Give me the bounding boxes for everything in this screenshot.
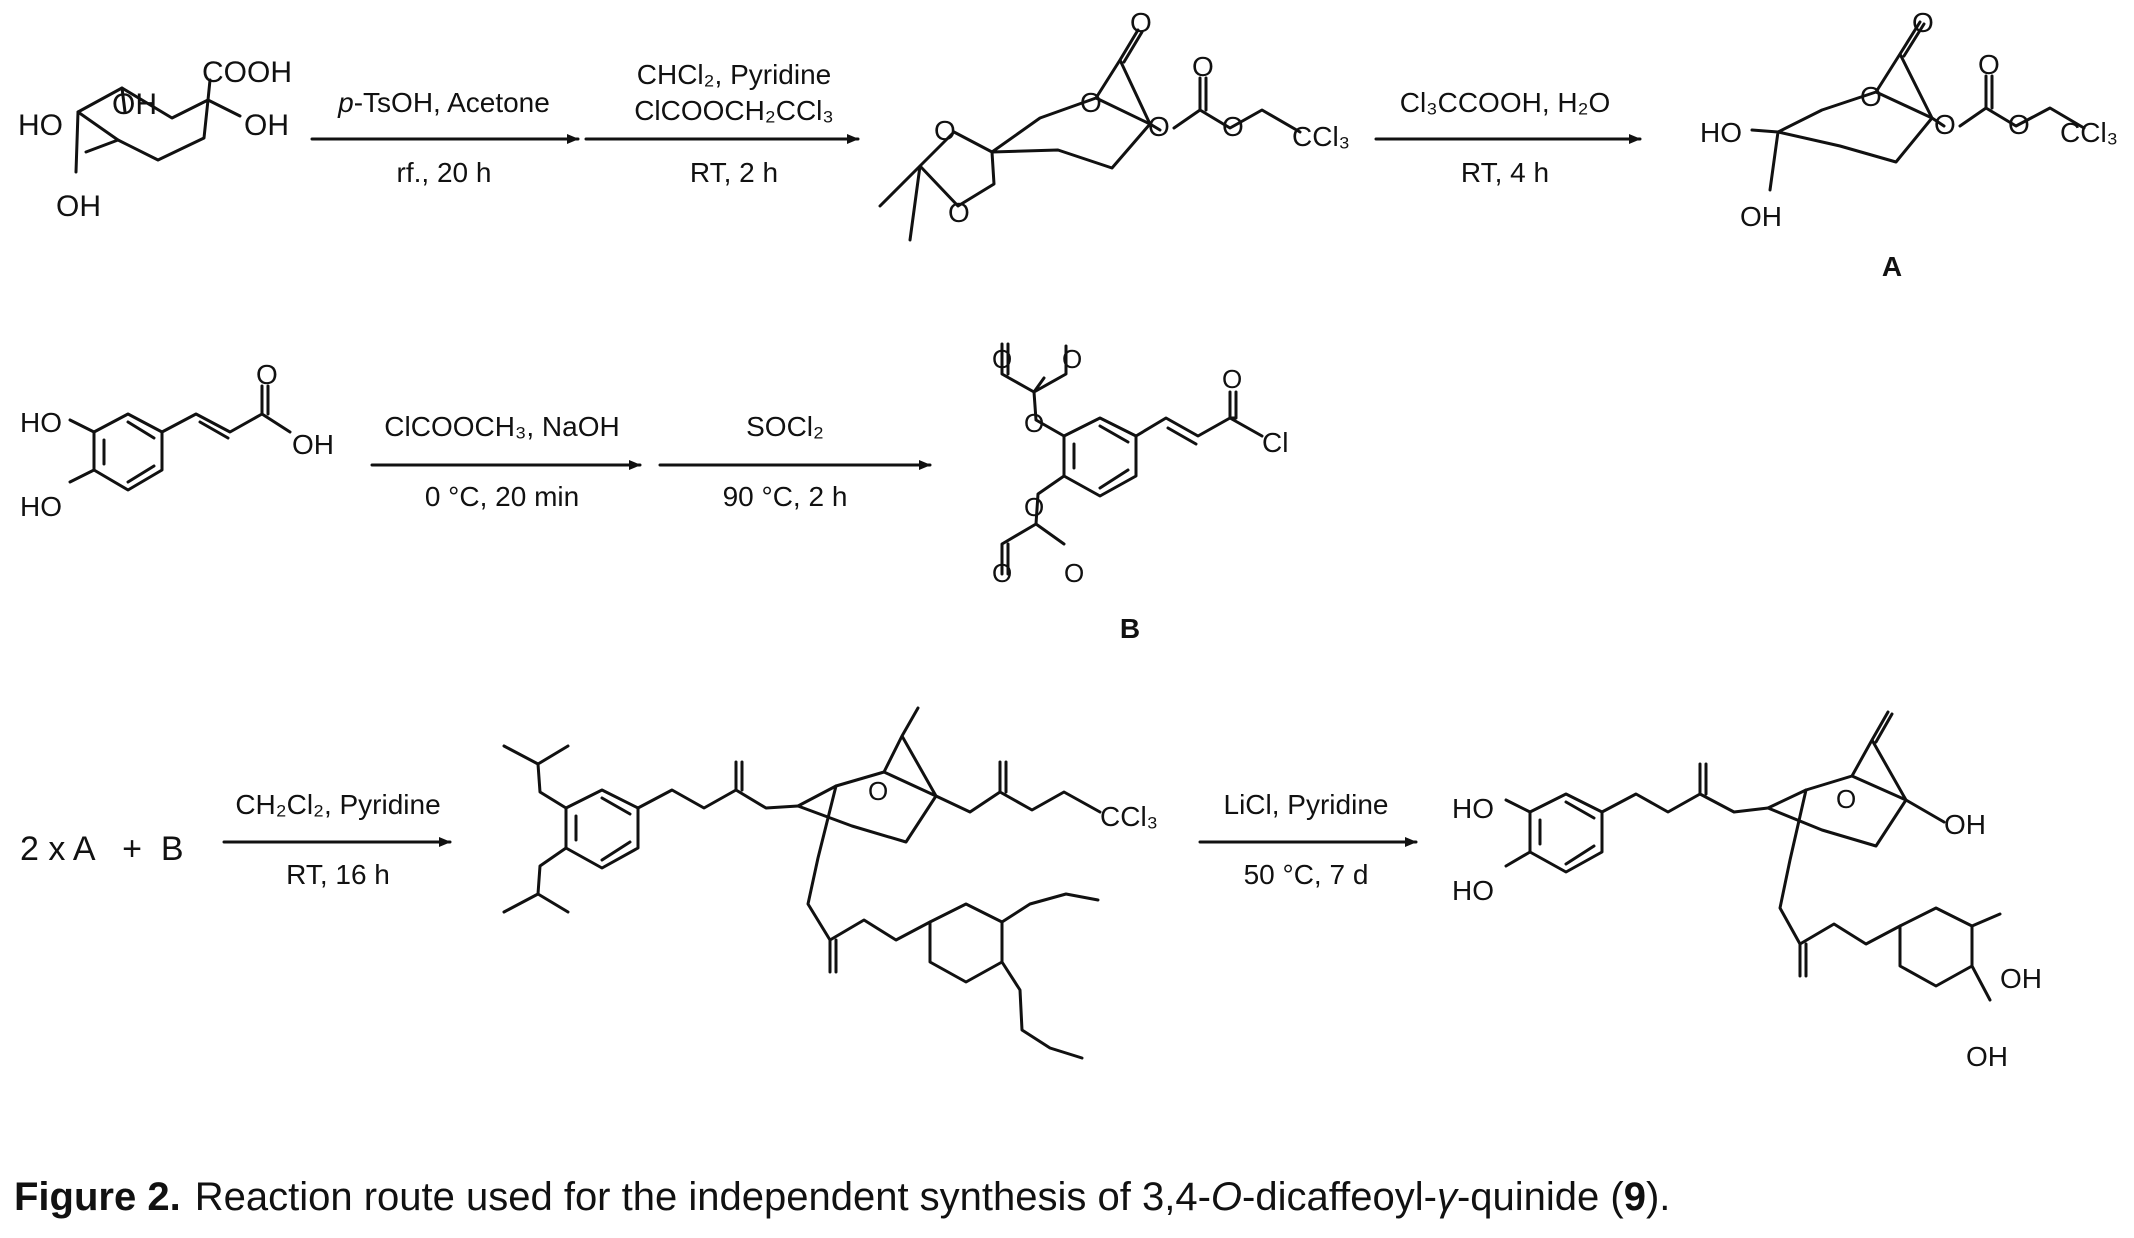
row3-step2-conditions: 50 °C, 7 d xyxy=(1244,859,1369,890)
row2-step1-conditions: 0 °C, 20 min xyxy=(425,481,579,512)
row2-step1-arrow: ClCOOCH₃, NaOH 0 °C, 20 min xyxy=(370,411,642,512)
step1-reagent-text: -TsOH, Acetone xyxy=(354,87,550,118)
ho-label: HO xyxy=(18,109,63,142)
reactants-text: 2 x A + B xyxy=(20,830,184,868)
step3-conditions: RT, 4 h xyxy=(1461,157,1549,188)
a-o-5: O xyxy=(2008,109,2030,140)
step2-reagent-2: ClCOOCH₂CCl₃ xyxy=(634,95,834,126)
b-o-2: O xyxy=(1024,408,1044,438)
a-ccl3: CCl₃ xyxy=(2060,117,2118,148)
oh-label-3: OH xyxy=(56,190,101,223)
caption-text-1: Reaction route used for the independent … xyxy=(194,1175,1211,1219)
quinic-acid-structure: COOH HO OH OH OH xyxy=(18,56,292,223)
row2-step2-arrow: SOCl₂ 90 °C, 2 h xyxy=(658,411,932,512)
b-o-7: O xyxy=(1222,364,1242,394)
caffeic-ho-2: HO xyxy=(20,491,62,522)
compound-b-label: B xyxy=(1120,613,1140,644)
caption-gamma: γ xyxy=(1436,1175,1457,1219)
a-oh-label: OH xyxy=(1740,201,1782,232)
oh-label-1: OH xyxy=(112,88,157,121)
intermediate-o-4: O xyxy=(948,197,970,228)
protected-ccl3: CCl₃ xyxy=(1100,801,1158,832)
b-o-1: O xyxy=(1062,344,1082,374)
b-o-3: O xyxy=(992,344,1012,374)
caption-text-4: ). xyxy=(1645,1175,1671,1219)
caffeic-ho-1: HO xyxy=(20,407,62,438)
b-cl: Cl xyxy=(1262,427,1288,458)
row2-step1-reagents: ClCOOCH₃, NaOH xyxy=(384,411,619,442)
caption-text-3: -quinide ( xyxy=(1456,1175,1624,1219)
intermediate-ccl3: CCl₃ xyxy=(1292,121,1350,152)
product-oh-1: OH xyxy=(1944,809,1986,840)
acetonide-intermediate-structure: O O O O O O O CCl₃ xyxy=(878,7,1350,242)
row2-step2-reagents: SOCl₂ xyxy=(746,411,824,442)
caption-text-2: -dicaffeoyl- xyxy=(1242,1175,1437,1219)
b-o-6: O xyxy=(1064,558,1084,588)
row3-step1-reagents: CH₂Cl₂, Pyridine xyxy=(235,789,440,820)
intermediate-o-3: O xyxy=(934,115,956,146)
step3-arrow: Cl₃CCOOH, H₂O RT, 4 h xyxy=(1374,87,1642,188)
product-o: O xyxy=(1836,784,1856,814)
step1-conditions: rf., 20 h xyxy=(397,157,492,188)
figure-number: Figure 2. xyxy=(14,1175,181,1219)
step3-reagents: Cl₃CCOOH, H₂O xyxy=(1400,87,1611,118)
protected-diester-structure: CCl₃ O xyxy=(502,706,1158,1060)
oh-label-2: OH xyxy=(244,109,289,142)
caffeic-o: O xyxy=(256,359,278,390)
row3-step1-arrow: CH₂Cl₂, Pyridine RT, 16 h xyxy=(222,789,452,890)
intermediate-o-1: O xyxy=(1130,7,1152,38)
step2-reagent-1: CHCl₂, Pyridine xyxy=(637,59,831,90)
a-o-4: O xyxy=(1978,49,2000,80)
a-ho-label: HO xyxy=(1700,117,1742,148)
product-ho-2: HO xyxy=(1452,875,1494,906)
compound-a-structure: HO OH O O O O O CCl₃ A xyxy=(1700,7,2118,282)
caption-italic-o: O xyxy=(1210,1175,1243,1219)
caffeic-acid-structure: HO HO O OH xyxy=(20,359,334,522)
row3-step2-reagents: LiCl, Pyridine xyxy=(1224,789,1389,820)
a-o-1: O xyxy=(1912,7,1934,38)
caffeic-oh: OH xyxy=(292,429,334,460)
step2-arrow: CHCl₂, Pyridine ClCOOCH₂CCl₃ RT, 2 h xyxy=(584,59,860,188)
product-oh-3: OH xyxy=(1966,1041,2008,1072)
step2-conditions: RT, 2 h xyxy=(690,157,778,188)
b-o-4: O xyxy=(1024,492,1044,522)
product-oh-2: OH xyxy=(2000,963,2042,994)
step1-reagents: p-TsOH, Acetone xyxy=(337,87,550,118)
product-ho-1: HO xyxy=(1452,793,1494,824)
step1-arrow: p-TsOH, Acetone rf., 20 h xyxy=(310,87,580,188)
compound-number: 9 xyxy=(1623,1175,1646,1219)
reaction-scheme: COOH HO OH OH OH p-TsOH, Acetone rf., 20… xyxy=(18,7,2118,1072)
intermediate-o-6: O xyxy=(1192,51,1214,82)
step1-italic: p xyxy=(337,87,354,118)
row2-step2-conditions: 90 °C, 2 h xyxy=(723,481,848,512)
intermediate-o-5: O xyxy=(1148,111,1170,142)
b-o-5: O xyxy=(992,558,1012,588)
protected-o: O xyxy=(868,776,888,806)
row3-step1-conditions: RT, 16 h xyxy=(286,859,390,890)
compound-b-structure: O O O O O O O Cl B xyxy=(992,342,1288,644)
intermediate-o-7: O xyxy=(1222,111,1244,142)
a-o-3: O xyxy=(1934,109,1956,140)
a-o-2: O xyxy=(1860,81,1882,112)
intermediate-o-2: O xyxy=(1080,87,1102,118)
dicaffeoyl-quinide-structure: HO HO OH OH OH O xyxy=(1452,710,2042,1072)
cooh-label: COOH xyxy=(202,56,292,89)
figure-caption: Figure 2. Reaction route used for the ind… xyxy=(14,1175,1670,1220)
compound-a-label: A xyxy=(1882,251,1902,282)
row3-step2-arrow: LiCl, Pyridine 50 °C, 7 d xyxy=(1198,789,1418,890)
